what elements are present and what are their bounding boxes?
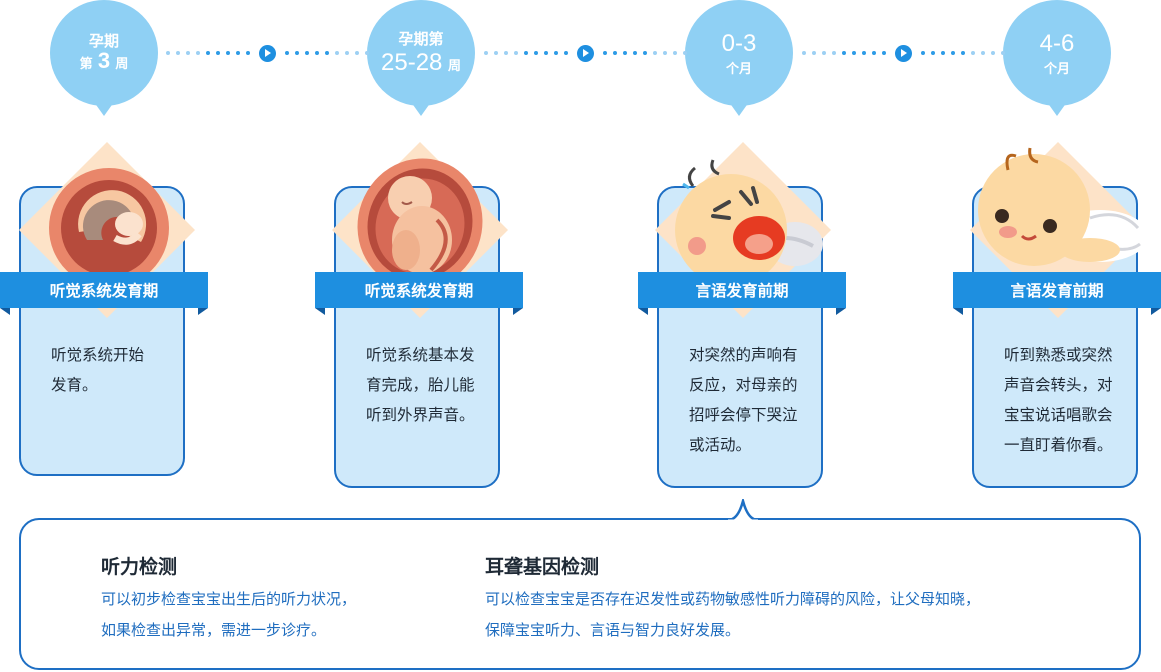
bubble-label: 孕期第 bbox=[398, 30, 444, 48]
timeline-bubble-week3: 孕期 第 3 周 bbox=[50, 0, 158, 116]
timeline-connector bbox=[481, 42, 690, 64]
bubble-prefix: 第 bbox=[79, 57, 93, 72]
stage-description: 听到熟悉或突然 声音会转头，对 宝宝说话唱歌会 一直盯着你看。 bbox=[1004, 346, 1113, 454]
stage-banner: 听觉系统发育期 bbox=[0, 272, 208, 315]
timeline-connector bbox=[163, 42, 372, 64]
bubble-number: 4-6 bbox=[1039, 29, 1075, 57]
gene-test-title: 耳聋基因检测 bbox=[485, 556, 600, 578]
gene-test-description: 可以检查宝宝是否存在迟发性或药物敏感性听力障碍的风险，让父母知晓， 保障宝宝听力… bbox=[485, 590, 981, 639]
bubble-suffix: 个月 bbox=[1043, 61, 1070, 77]
bubble-number: 25-28 bbox=[381, 49, 443, 76]
timeline-connector bbox=[799, 42, 1008, 64]
timeline-arrow-icon bbox=[895, 44, 912, 62]
timeline-bubble-month4-6: 4-6 个月 bbox=[1003, 0, 1111, 116]
bubble-number: 0-3 bbox=[721, 29, 757, 57]
bubble-suffix: 个月 bbox=[725, 61, 752, 77]
bubble-number: 3 bbox=[97, 48, 111, 73]
bubble-suffix: 周 bbox=[115, 57, 129, 72]
bubble-suffix: 周 bbox=[447, 59, 461, 74]
info-box-pointer bbox=[728, 499, 758, 521]
timeline-arrow-icon bbox=[259, 44, 276, 62]
timeline-bubble-week25-28: 孕期第 25-28 周 bbox=[367, 0, 475, 116]
timeline-arrow-icon bbox=[577, 44, 594, 62]
hearing-test-title: 听力检测 bbox=[101, 556, 178, 578]
stage-banner: 听觉系统发育期 bbox=[315, 272, 523, 315]
stage-banner: 言语发育前期 bbox=[953, 272, 1161, 315]
bubble-label: 孕期 bbox=[88, 32, 119, 50]
timeline-bubble-month0-3: 0-3 个月 bbox=[685, 0, 793, 116]
stage-description: 对突然的声响有 反应，对母亲的 招呼会停下哭泣 或活动。 bbox=[689, 346, 798, 454]
stage-description: 听觉系统基本发 育完成，胎儿能 听到外界声音。 bbox=[366, 346, 475, 424]
stage-banner: 言语发育前期 bbox=[638, 272, 846, 315]
testing-info-box: 听力检测 可以初步检查宝宝出生后的听力状况， 如果检查出异常，需进一步诊疗。 耳… bbox=[19, 518, 1141, 670]
hearing-test-description: 可以初步检查宝宝出生后的听力状况， 如果检查出异常，需进一步诊疗。 bbox=[101, 590, 357, 639]
stage-description: 听觉系统开始 发育。 bbox=[51, 346, 145, 394]
